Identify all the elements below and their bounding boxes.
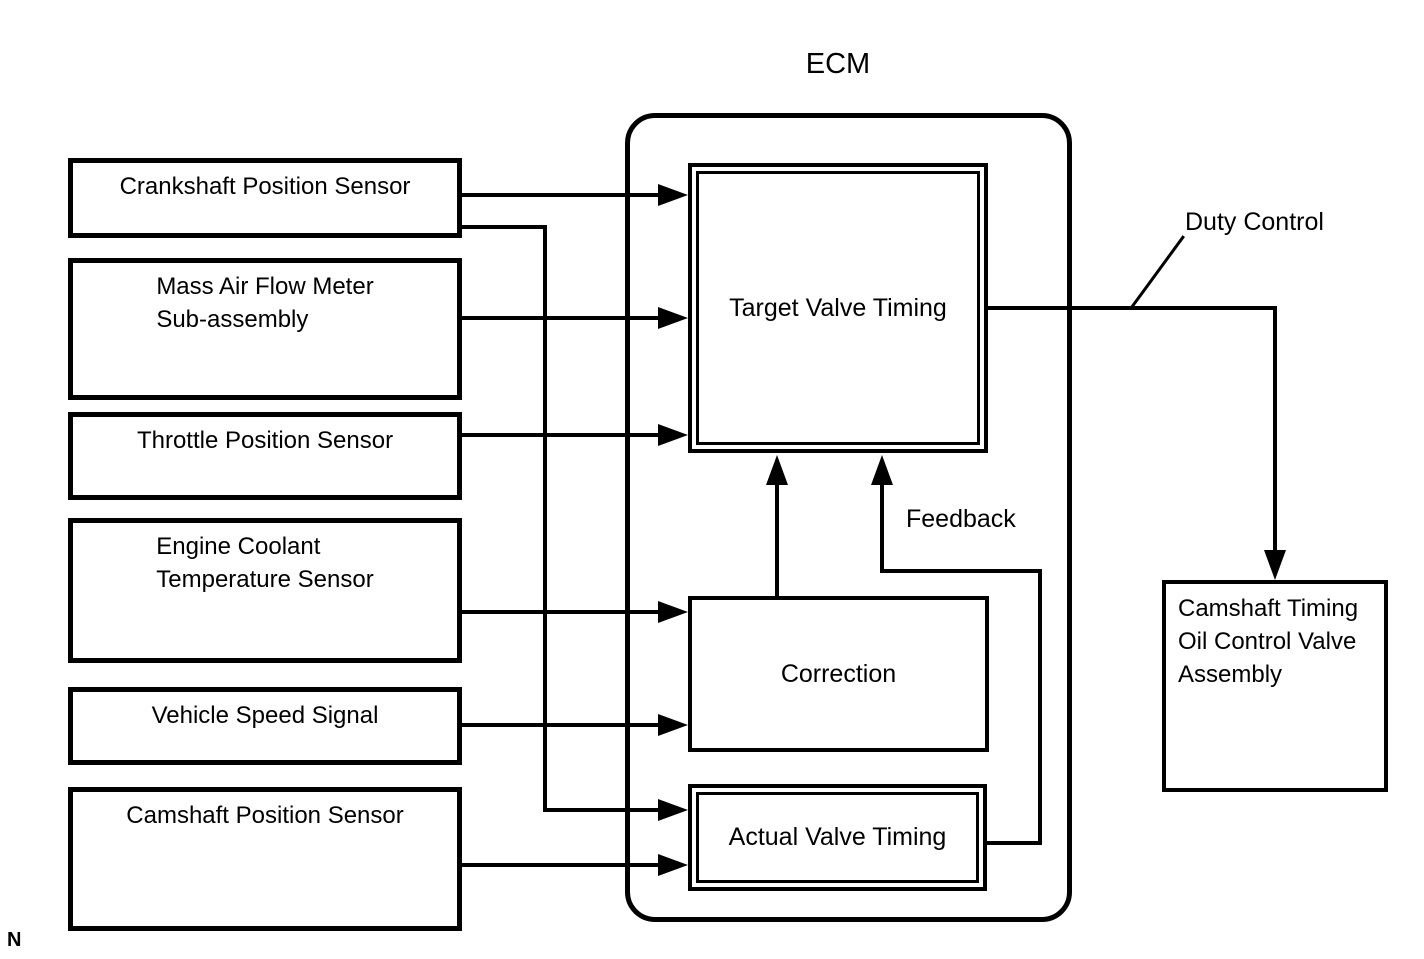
sensor-label-crankshaft-position: Crankshaft Position Sensor	[119, 173, 411, 200]
connector-feedback-vertical-right	[1038, 569, 1042, 845]
connector-camshaft-to-actual	[462, 863, 660, 867]
arrowhead-throttle-to-target	[658, 424, 688, 446]
block-label-target-valve-timing: Target Valve Timing	[729, 293, 947, 322]
arrowhead-camshaft-to-actual	[658, 854, 688, 876]
connector-crankshaft-to-actual	[543, 808, 660, 812]
connector-actual-to-feedback	[987, 841, 1042, 845]
corner-note-n: N	[7, 929, 22, 951]
sensor-box-crankshaft-position: Crankshaft Position Sensor	[68, 158, 462, 238]
block-actual-valve-timing: Actual Valve Timing	[688, 784, 987, 891]
sensor-box-engine-coolant-temperature: Engine Coolant Temperature Sensor	[68, 518, 462, 663]
arrowhead-duty-to-actuator	[1264, 550, 1286, 580]
connector-throttle-to-target	[462, 433, 660, 437]
sensor-label-camshaft-position: Camshaft Position Sensor	[126, 802, 404, 829]
block-label-actual-valve-timing: Actual Valve Timing	[728, 823, 947, 851]
sensor-box-mass-air-flow-meter: Mass Air Flow Meter Sub-assembly	[68, 258, 462, 400]
connector-crankshaft-to-target	[462, 193, 660, 197]
connector-correction-to-target	[775, 483, 779, 598]
arrowhead-maf-to-target	[658, 307, 688, 329]
arrowhead-crankshaft-to-target	[658, 184, 688, 206]
actuator-label-camshaft-timing-ocv: Camshaft Timing Oil Control Valve Assemb…	[1178, 595, 1359, 688]
arrowhead-ect-to-correction	[658, 601, 688, 623]
arrowhead-crankshaft-to-actual	[658, 799, 688, 821]
duty-control-label: Duty Control	[1185, 208, 1324, 236]
connector-crankshaft-branch-vertical	[543, 225, 547, 812]
arrowhead-vss-to-correction	[658, 714, 688, 736]
connector-feedback-vertical	[880, 483, 884, 573]
connector-feedback-horizontal-top	[880, 569, 1042, 573]
connector-maf-to-target	[462, 316, 660, 320]
sensor-label-mass-air-flow-meter: Mass Air Flow Meter Sub-assembly	[156, 273, 374, 333]
sensor-box-vehicle-speed-signal: Vehicle Speed Signal	[68, 687, 462, 765]
actuator-box-camshaft-timing-ocv: Camshaft Timing Oil Control Valve Assemb…	[1162, 580, 1388, 792]
sensor-label-engine-coolant-temperature: Engine Coolant Temperature Sensor	[156, 533, 374, 593]
connector-duty-vertical	[1273, 306, 1277, 552]
connector-ect-to-correction	[462, 610, 660, 614]
sensor-box-camshaft-position: Camshaft Position Sensor	[68, 787, 462, 931]
arrowhead-feedback-to-target	[871, 455, 893, 485]
sensor-label-throttle-position: Throttle Position Sensor	[136, 427, 394, 454]
connector-vss-to-correction	[462, 723, 660, 727]
feedback-label: Feedback	[906, 505, 1016, 533]
arrowhead-correction-to-target	[766, 455, 788, 485]
ecm-title: ECM	[805, 48, 871, 80]
sensor-box-throttle-position: Throttle Position Sensor	[68, 412, 462, 500]
duty-control-callout-line	[1130, 235, 1185, 309]
connector-crankshaft-branch-horizontal	[462, 225, 547, 229]
block-label-correction: Correction	[780, 659, 897, 688]
block-target-valve-timing: Target Valve Timing	[688, 163, 988, 453]
block-correction: Correction	[688, 596, 989, 752]
sensor-label-vehicle-speed-signal: Vehicle Speed Signal	[151, 702, 379, 729]
